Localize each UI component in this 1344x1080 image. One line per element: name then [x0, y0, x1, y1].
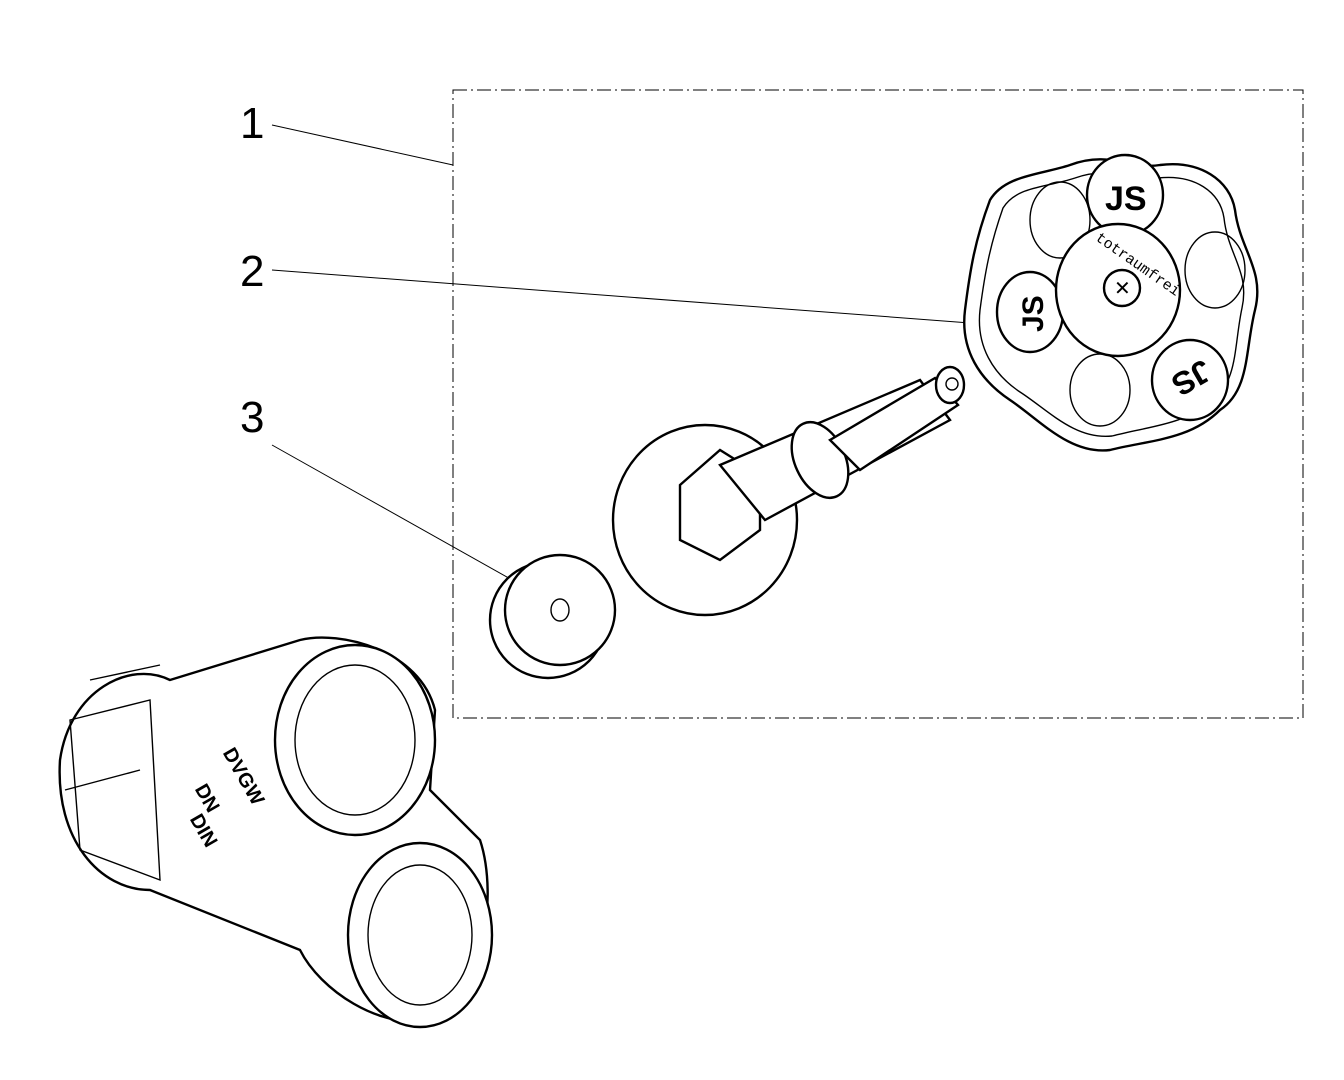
leader-line-3 [271, 444, 531, 591]
leader-line-2 [271, 269, 971, 324]
callout-1: 1 [240, 99, 265, 148]
handwheel: ✕ totraumfrei JS JS JS [963, 153, 1259, 452]
svg-text:✕: ✕ [1114, 278, 1131, 300]
callout-3: 3 [240, 393, 265, 442]
spindle-upper-part [611, 365, 966, 617]
leader-line-1 [271, 124, 454, 166]
assembly-boundary-box [452, 89, 1304, 719]
handwheel-logo: JS [1017, 295, 1050, 332]
seal-disc [488, 553, 617, 680]
callout-2: 2 [240, 247, 265, 296]
valve-body: DVGW DN DIN [58, 636, 494, 1029]
handwheel-logo: JS [1105, 180, 1147, 218]
